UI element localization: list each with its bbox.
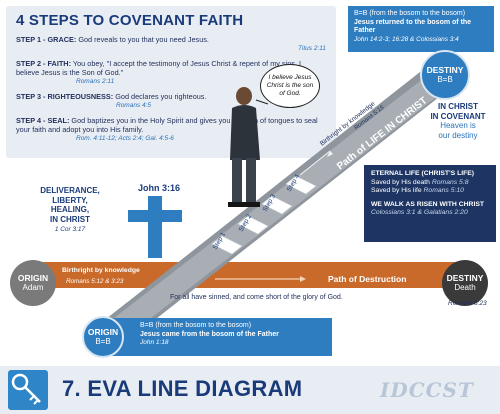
life-arrow (299, 150, 331, 176)
destiny-death-sub: Death (454, 283, 476, 292)
deliverance-ref: 1 Cor 3:17 (54, 226, 86, 233)
person-figure (228, 87, 260, 207)
origin-adam-title: ORIGIN (17, 273, 49, 283)
step-slab-3 (261, 195, 293, 215)
birthright-bottom-ref: Romans 5:12 & 3:23 (66, 278, 124, 285)
step-1-text: God reveals to you that you need Jesus. (78, 35, 209, 44)
in-christ-block: IN CHRIST IN COVENANT Heaven is our dest… (420, 102, 496, 140)
deliverance-l3: HEALING, (50, 205, 90, 214)
bosom-bottom-line2: Jesus came from the bosom of the Father (140, 330, 279, 338)
step-3-ref: Romans 4:5 (116, 102, 152, 109)
destruction-road (30, 262, 470, 288)
origin-bottom-circle: ORIGIN B=B (82, 316, 124, 358)
step-slab-4 (285, 175, 317, 195)
step-1-ref: Titus 2:11 (297, 45, 326, 52)
step-3: STEP 3 - RIGHTEOUSNESS: God declares you… (16, 92, 326, 110)
key-icon (11, 373, 41, 405)
ladder-steps (211, 175, 317, 255)
deliverance-l4: IN CHRIST (50, 214, 90, 224)
step-4-text: God baptizes you in the Holy Spirit and … (16, 116, 318, 134)
step-2-text: You obey, "I accept the testimony of Jes… (16, 59, 302, 77)
bosom-top-ref: John 14:2-3; 16:28 & Colossians 3:4 (354, 35, 459, 43)
bosom-top-line2: Jesus returned to the bosom of the Fathe… (354, 18, 472, 35)
step-3-label: STEP 3 - RIGHTEOUSNESS: (16, 92, 114, 101)
destiny-death-circle: DESTINY Death (442, 260, 488, 306)
deliverance-l2: LIBERTY, (52, 195, 88, 205)
eternal-title: ETERNAL LIFE (CHRIST'S LIFE) (371, 170, 475, 177)
step-2-ref: Romans 2:11 (76, 78, 115, 85)
origin-bottom-title: ORIGIN (87, 327, 119, 337)
in-christ-line1: IN CHRIST (438, 102, 478, 111)
bosom-bottom-ref: John 1:18 (140, 339, 169, 346)
step-4: STEP 4 - SEAL: God baptizes you in the H… (16, 116, 326, 143)
deliverance-l1: DELIVERANCE, (40, 186, 100, 195)
step-3-text: God declares you righteous. (115, 92, 207, 101)
path-destruction-label: Path of Destruction (328, 274, 406, 284)
in-christ-line4: our destiny (438, 130, 478, 140)
eternal-title2: WE WALK AS RISEN WITH CHRIST (371, 200, 485, 208)
destruction-arrowhead (300, 276, 306, 282)
step-4-label: STEP 4 - SEAL: (16, 116, 70, 125)
destiny-death-title: DESTINY (446, 273, 484, 283)
step-2: STEP 2 - FAITH: You obey, "I accept the … (16, 59, 326, 86)
brand-logo: IDCCST (380, 378, 474, 402)
origin-adam-circle: ORIGIN Adam (10, 260, 56, 306)
step-4-ref: Rom. 4:11-12; Acts 2:4; Gal. 4:5-6 (76, 135, 174, 142)
in-christ-line3: Heaven is (440, 121, 476, 130)
bosom-bottom-line1: B=B (from the bosom to the bosom) (140, 322, 252, 329)
step-1-label: STEP 1 - GRACE: (16, 35, 77, 44)
life-arrowhead (327, 151, 333, 157)
origin-adam-sub: Adam (22, 283, 44, 292)
eternal-l1: Saved by His death (371, 178, 430, 186)
in-christ-line2: IN COVENANT (430, 111, 486, 121)
birthright-bottom-label: Birthright by knowledge (62, 267, 140, 274)
cross-icon (128, 196, 182, 258)
destiny-top-sub: B=B (437, 75, 453, 84)
step-1: STEP 1 - GRACE: God reveals to you that … (16, 35, 326, 53)
step-slab-2 (237, 215, 269, 235)
eternal-life-box: ETERNAL LIFE (CHRIST'S LIFE) Saved by Hi… (364, 165, 496, 242)
eternal-r2: Romans 5:10 (423, 187, 464, 194)
speech-bubble: I believe Jesus Christ is the son of God… (260, 64, 320, 108)
origin-bottom-sub: B=B (95, 337, 111, 346)
footer-title: 7. EVA LINE DIAGRAM (62, 376, 303, 401)
deliverance-block: DELIVERANCE, LIBERTY, HEALING, IN CHRIST… (22, 186, 118, 235)
steps-title: 4 STEPS TO COVENANT FAITH (16, 12, 244, 29)
eternal-r3: Colossians 3:1 & Galatians 2:20 (371, 209, 468, 216)
destiny-top-circle: DESTINY B=B (420, 50, 470, 100)
eternal-l2: Saved by His life (371, 187, 422, 194)
bosom-top-line1: B=B (from the bosom to the bosom) (354, 10, 466, 17)
john316-label: John 3:16 (138, 183, 181, 193)
life-road-inner (96, 78, 444, 342)
destiny-top-title: DESTINY (426, 65, 464, 75)
eternal-r1: Romans 5:8 (431, 178, 469, 186)
footer-bar (0, 366, 500, 414)
speech-tail (255, 99, 269, 105)
step-2-label: STEP 2 - FAITH: (16, 59, 72, 68)
bosom-top-box: B=B (from the bosom to the bosom) Jesus … (348, 6, 494, 52)
step-slab-1 (211, 235, 243, 255)
romans623-ref: Romans 6:23 (448, 300, 487, 307)
bosom-bottom-box: B=B (from the bosom to the bosom) Jesus … (110, 318, 332, 356)
sinned-caption: For all have sinned, and come short of t… (170, 294, 343, 301)
